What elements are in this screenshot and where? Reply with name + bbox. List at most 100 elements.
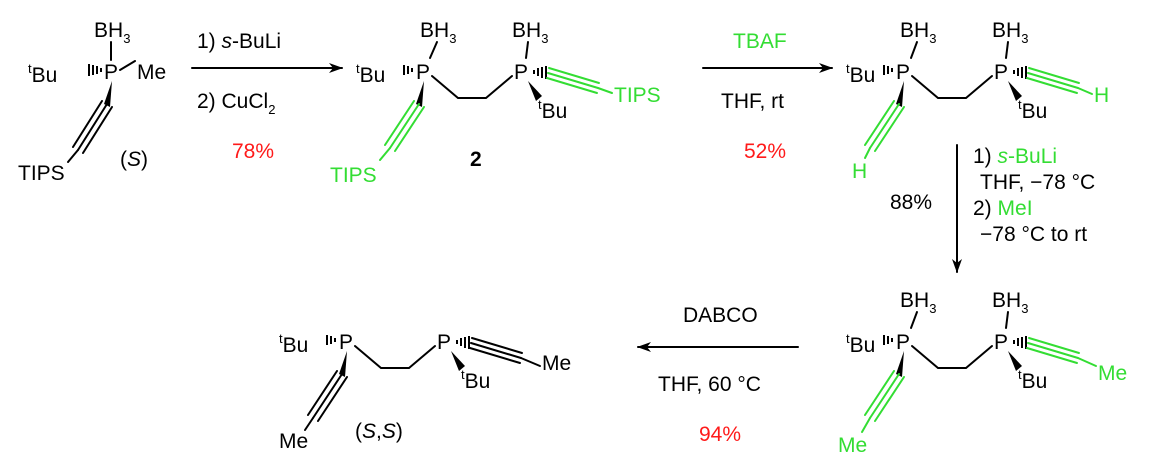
reagent-mei: 2) MeI (973, 197, 1033, 220)
tips-group: TIPS (330, 164, 377, 187)
terminal-h: H (1094, 84, 1109, 107)
atom-label-p: P (416, 61, 430, 84)
ethylene-bridge (911, 345, 993, 369)
bond-to-h (864, 147, 871, 159)
alkyne-triple-bond (864, 370, 905, 422)
tips-group: TIPS (614, 84, 661, 107)
bond-to-me (861, 417, 871, 433)
reagent-sbuli: 1) s-BuLi (973, 145, 1057, 168)
atom-label-p: P (896, 331, 910, 354)
yield-step-1: 78% (232, 140, 274, 163)
wedge-bond (1008, 81, 1022, 101)
tbu-group: tBu (846, 331, 875, 357)
bond-to-h (1077, 87, 1093, 95)
atom-label-bh3: BH3 (992, 19, 1028, 46)
bond-p-b (910, 41, 918, 59)
atom-label-bh3: BH3 (420, 19, 456, 46)
bond-p-b (525, 41, 529, 59)
wedge-bond (1008, 351, 1022, 371)
compound-2: BH3 P tBu TIPS BH3 P tBu TIPS (330, 19, 661, 187)
atom-label-bh3: BH3 (94, 19, 130, 46)
reaction-step-3: 1) s-BuLi THF, −78 °C 2) MeI −78 °C to r… (890, 144, 1095, 273)
hashed-wedge-bond (88, 64, 102, 76)
wedge-bond (451, 351, 465, 371)
bond-p-me (119, 60, 136, 71)
reaction-step-4: DABCO THF, 60 °C 94% (637, 304, 799, 446)
reagent-dabco: DABCO (683, 304, 758, 327)
wedge-bond (104, 81, 112, 107)
hashed-wedge-bond (403, 65, 413, 75)
reaction-step-2: TBAF THF, rt 52% (702, 30, 833, 163)
atom-label-p: P (437, 331, 451, 354)
tbu-group: tBu (356, 61, 385, 87)
tbu-group: tBu (461, 367, 490, 393)
alkyne-triple-bond (469, 337, 523, 364)
reagent-tbaf: TBAF (733, 30, 787, 53)
alkyne-triple-bond (384, 100, 425, 152)
alkyne-triple-bond (546, 67, 600, 94)
bond-to-me (520, 357, 541, 367)
tips-group: TIPS (18, 162, 65, 185)
tbu-group: tBu (538, 97, 567, 123)
bond-p-b (1005, 41, 1009, 59)
atom-label-p: P (104, 61, 118, 84)
wedge-bond (416, 81, 424, 107)
wedge-bond (339, 351, 347, 377)
hashed-wedge-bond (1013, 66, 1027, 79)
alkyne-triple-bond (307, 370, 348, 422)
methyl-group: Me (279, 430, 308, 453)
atom-label-p: P (994, 61, 1008, 84)
hashed-wedge-bond (883, 65, 893, 75)
atom-label-p: P (896, 61, 910, 84)
yield-step-2: 52% (744, 140, 786, 163)
stereo-descriptor: (S) (120, 148, 148, 171)
wedge-bond (896, 351, 904, 377)
atom-label-bh3: BH3 (512, 19, 548, 46)
bond-p-b (429, 41, 438, 59)
bond-to-me (304, 417, 314, 431)
methylated-bis-borane: BH3 P tBu Me BH3 P tBu Me (838, 289, 1127, 456)
reagent-sbuli: 1) s-BuLi (197, 30, 281, 53)
atom-label-bh3: BH3 (900, 19, 936, 46)
conditions: THF, 60 °C (658, 373, 761, 396)
bond-p-b (1005, 311, 1009, 329)
yield-step-4: 94% (699, 423, 741, 446)
atom-label-bh3: BH3 (900, 289, 936, 316)
hashed-wedge-bond (456, 336, 470, 349)
methyl-group: Me (1098, 362, 1127, 385)
atom-label-p: P (994, 331, 1008, 354)
hashed-wedge-bond (1013, 336, 1027, 349)
terminal-bis-alkyne: BH3 P tBu H BH3 P tBu H (846, 19, 1109, 183)
ethylene-bridge (911, 75, 993, 99)
stereo-descriptor: (S,S) (355, 420, 403, 443)
bond-to-tips (67, 149, 79, 163)
conditions: THF, rt (721, 90, 784, 113)
tbu-group: tBu (28, 61, 57, 87)
starting-phosphine-borane: BH3 P tBu Me TIPS (S) (18, 19, 166, 185)
methyl-group: Me (542, 352, 571, 375)
final-bis-phosphine: P tBu Me P tBu Me (S,S) (279, 331, 571, 453)
hashed-wedge-bond (326, 335, 336, 345)
alkyne-triple-bond (72, 100, 113, 154)
reagent-cucl2: 2) CuCl2 (197, 90, 275, 117)
alkyne-triple-bond (864, 100, 905, 152)
tbu-group: tBu (279, 331, 308, 357)
bond-to-tips (597, 87, 613, 94)
ethylene-bridge (431, 75, 513, 99)
tbu-group: tBu (1018, 97, 1047, 123)
methyl-group: Me (838, 434, 867, 456)
compound-number: 2 (470, 148, 482, 171)
atom-label-p: P (514, 61, 528, 84)
ethylene-bridge (354, 345, 436, 369)
atom-label-bh3: BH3 (992, 289, 1028, 316)
methyl-group: Me (137, 61, 166, 84)
bond-to-tips (379, 147, 391, 161)
yield-step-3: 88% (890, 191, 932, 214)
bond-to-me (1077, 357, 1097, 367)
terminal-h: H (852, 160, 867, 183)
wedge-bond (528, 81, 542, 101)
atom-label-p: P (339, 331, 353, 354)
conditions-1: THF, −78 °C (980, 171, 1095, 194)
hashed-wedge-bond (883, 335, 893, 345)
